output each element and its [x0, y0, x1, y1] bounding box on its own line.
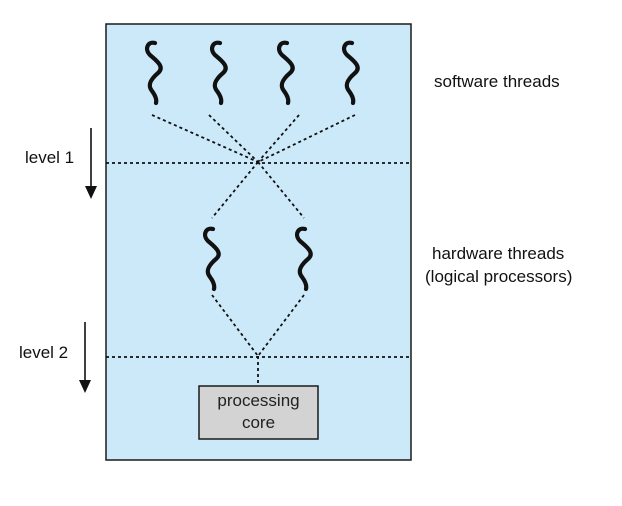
hw-thread-2-core-link — [257, 294, 305, 357]
core-label-line-2: core — [241, 413, 276, 432]
hardware-threads-label: hardware threads — [432, 244, 565, 263]
level-2-down-arrow-icon — [79, 322, 91, 393]
core-label-line-1: processing — [217, 391, 300, 410]
processing-core-box — [198, 385, 319, 440]
hw-thread-2-link — [257, 161, 305, 219]
sw-thread-3-link — [257, 114, 300, 163]
processing-core-label: processing core — [199, 386, 318, 439]
sw-thread-1-link — [151, 114, 259, 163]
sw-thread-2-link — [208, 114, 259, 163]
hw-thread-1-link — [211, 161, 259, 219]
level-2-label: level 2 — [19, 343, 69, 362]
level-1-label: level 1 — [25, 148, 75, 167]
level-1-down-arrow-icon — [85, 128, 97, 199]
logical-processors-label: (logical processors) — [425, 267, 573, 286]
software-threads-label: software threads — [434, 72, 560, 91]
hw-thread-1-core-link — [211, 294, 259, 357]
